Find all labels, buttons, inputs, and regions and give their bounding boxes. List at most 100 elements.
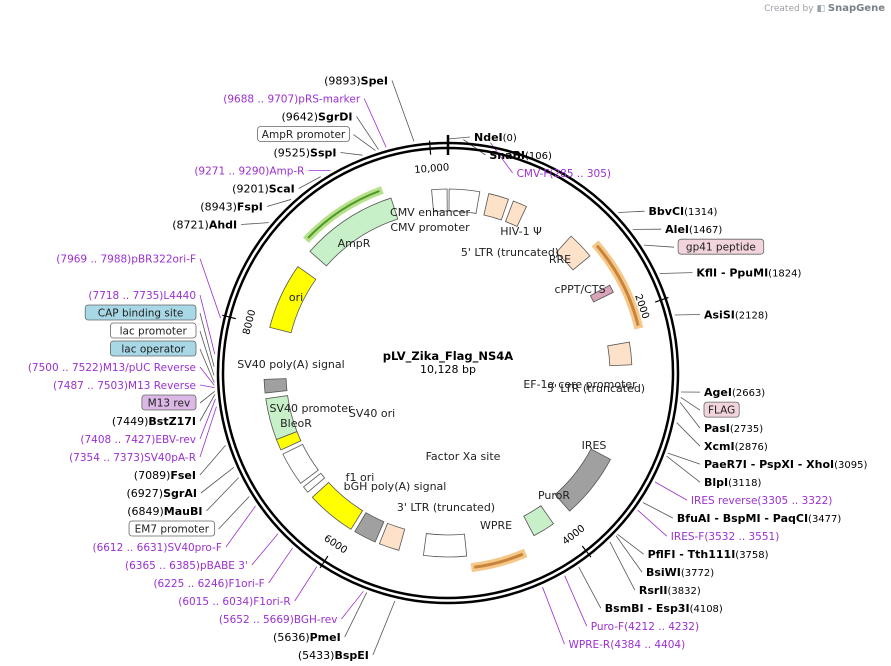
- feature-label: CMV promoter: [390, 221, 470, 234]
- site-coord: (3758): [735, 550, 768, 561]
- leader-line: [391, 80, 415, 142]
- feature-ampr: [309, 197, 399, 267]
- enzyme-pmei: (5636)PmeI: [273, 631, 341, 644]
- site-label: PaeR7I - PspXI - XhoI(3095): [704, 458, 868, 471]
- site-coord: (9642): [281, 111, 318, 124]
- primer-f1ori-r: (6015 .. 6034)F1ori-R: [178, 596, 290, 608]
- site-name: BstZ17I: [148, 415, 196, 428]
- site-label: CMV-F(285 .. 305): [517, 168, 611, 180]
- feature-label: PuroR: [538, 489, 570, 502]
- site-label: (5433)BspEI: [298, 649, 369, 662]
- primer-l4440: (7718 .. 7735)L4440: [88, 290, 196, 302]
- site-name: BsmBI - Esp3I: [605, 602, 690, 615]
- enzyme-sgrdi: (9642)SgrDI: [281, 111, 352, 124]
- feature-label: BleoR: [280, 417, 312, 430]
- feature-box: [257, 126, 350, 142]
- site-label: (5652 .. 5669)BGH-rev: [219, 614, 338, 626]
- site-name: pRS-marker: [298, 94, 361, 106]
- enzyme-bsiwi: BsiWI(3772): [646, 566, 714, 579]
- site-label: (8721)AhdI: [172, 219, 237, 232]
- enzyme-ndei: NdeI(0): [474, 131, 517, 144]
- feature-box-label: M13 rev: [148, 398, 191, 410]
- site-coord: (7089): [134, 469, 171, 482]
- watermark-brand: SnapGene: [827, 3, 885, 14]
- site-label: (6225 .. 6246)F1ori-F: [153, 578, 264, 590]
- leader-line: [199, 406, 217, 458]
- enzyme-asisi: AsiSI(2128): [704, 308, 768, 321]
- site-coord: (5433): [298, 649, 335, 662]
- leader-line: [199, 258, 221, 319]
- primer-binding-arrow: [470, 548, 528, 573]
- site-name: pBR322ori-F: [131, 254, 196, 266]
- site-label: BsiWI(3772): [646, 566, 714, 579]
- site-coord: (3532 .. 3551): [704, 531, 779, 543]
- leader-line: [206, 477, 239, 512]
- site-name: ScaI: [269, 183, 295, 196]
- site-name: BfuAI - BspMI - PaqCI: [677, 512, 808, 525]
- site-label: (8943)FspI: [200, 201, 263, 214]
- feature-sv40pa: [263, 378, 288, 394]
- site-name: AleI: [665, 223, 689, 236]
- feature-factorxa: [302, 472, 326, 493]
- leader-line: [666, 455, 701, 483]
- box-gp41-peptide: gp41 peptide: [677, 238, 765, 255]
- leader-line: [578, 566, 602, 609]
- enzyme-fspi: (8943)FspI: [200, 201, 263, 214]
- leader-line: [199, 398, 216, 440]
- site-coord: (0): [503, 133, 517, 144]
- feature-label: EF-1α core promoter: [523, 378, 637, 391]
- tick-label: 6000: [322, 533, 349, 556]
- site-coord: (4108): [690, 604, 723, 615]
- feature-label: SV40 promoter: [269, 402, 353, 415]
- feature-label: 5' LTR (truncated): [461, 246, 559, 259]
- box-cap-binding-site: CAP binding site: [84, 304, 197, 321]
- tick-mark: [428, 140, 432, 155]
- tick-mark: [222, 314, 236, 320]
- tick-label: 8000: [241, 309, 258, 336]
- feature-box: [84, 304, 197, 321]
- site-name: PflFI - Tth111I: [648, 548, 736, 561]
- primer-pbabe-3: (6365 .. 6385)pBABE 3': [125, 560, 248, 572]
- site-label: Puro-F(4212 .. 4232): [591, 621, 699, 633]
- feature-box-label: lac promoter: [120, 326, 188, 338]
- site-coord: (3118): [728, 478, 761, 489]
- enzyme-bspei: (5433)BspEI: [298, 649, 369, 662]
- site-label: (6365 .. 6385)pBABE 3': [125, 560, 248, 572]
- site-labels: NdeI(0)SnaBI(106)CMV-F(285 .. 305)BbvCI(…: [28, 75, 868, 662]
- site-coord: (7500 .. 7522): [28, 362, 103, 374]
- enzyme-fsei: (7089)FseI: [134, 469, 196, 482]
- leader-line: [199, 294, 216, 355]
- box-em7-promoter: EM7 promoter: [128, 520, 216, 537]
- leader-line: [218, 496, 250, 530]
- feature-bleor: [265, 395, 298, 441]
- primer-wpre-r: WPRE-R(4384 .. 4404): [568, 639, 685, 651]
- feature-box-label: EM7 promoter: [135, 524, 210, 536]
- primer-amp-r: (9271 .. 9290)Amp-R: [194, 166, 304, 178]
- box-m13-rev: M13 rev: [141, 394, 197, 411]
- box-lac-operator: lac operator: [110, 340, 197, 357]
- feature-box-label: lac operator: [121, 344, 185, 356]
- enzyme-kfli-ppumi: KflI - PpuMI(1824): [696, 267, 801, 280]
- feature-cppt: [589, 284, 614, 303]
- feature-ltr3: [378, 522, 406, 551]
- site-label: PasI(2735): [704, 422, 763, 435]
- leader-line: [344, 592, 368, 638]
- site-label: (7089)FseI: [134, 469, 196, 482]
- leader-line: [542, 586, 565, 645]
- site-label: (7500 .. 7522)M13/pUC Reverse: [28, 362, 196, 374]
- site-coord: (3832): [667, 586, 700, 597]
- site-label: (7487 .. 7503)M13 Reverse: [53, 380, 196, 392]
- feature-ltr5: [483, 193, 510, 221]
- feature-rre: [555, 235, 591, 271]
- enzyme-snabi: SnaBI(106): [489, 149, 552, 162]
- enzyme-ahdi: (8721)AhdI: [172, 219, 237, 232]
- enzyme-pflfi-tth111i: PflFI - Tth111I(3758): [648, 548, 769, 561]
- site-coord: (3772): [681, 568, 714, 579]
- tick-label: 4000: [561, 523, 588, 547]
- leader-line: [266, 199, 292, 207]
- feature-label: IRES: [582, 439, 607, 452]
- site-coord: (7487 .. 7503): [53, 380, 128, 392]
- site-label: (9642)SgrDI: [281, 111, 352, 124]
- site-label: RsrII(3832): [639, 584, 701, 597]
